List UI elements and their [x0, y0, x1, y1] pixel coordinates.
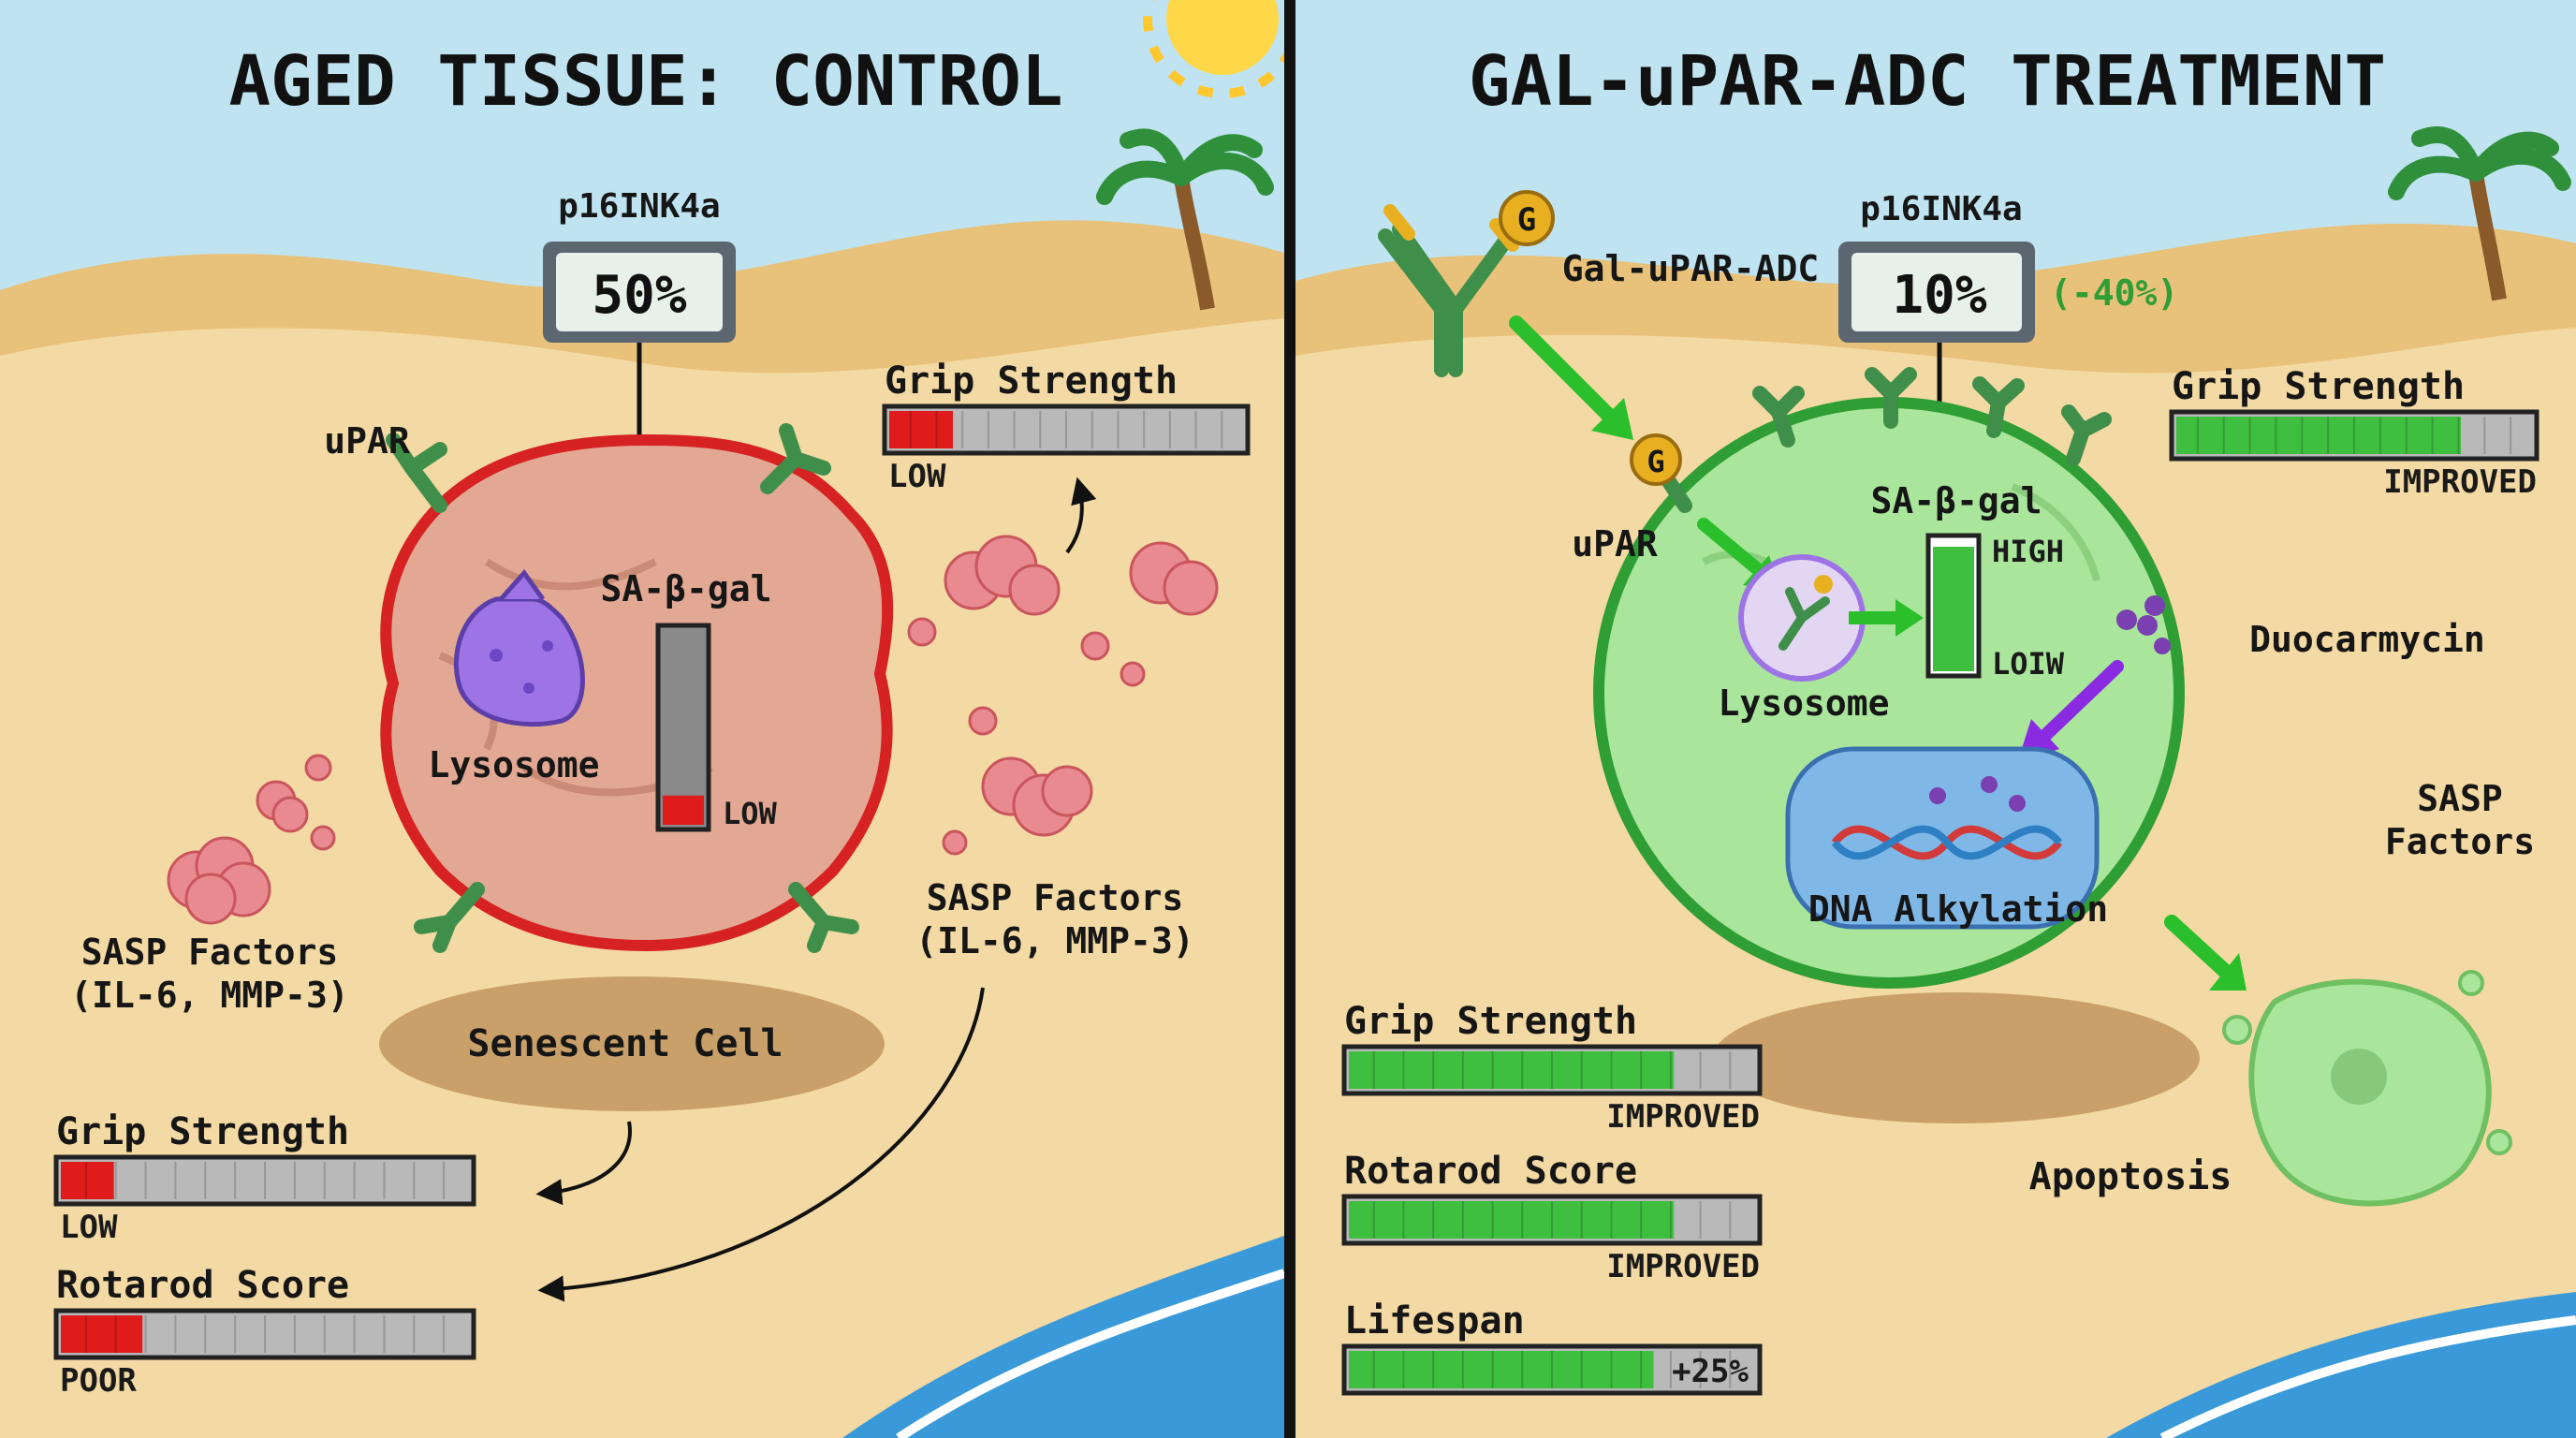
panel-divider: [1284, 0, 1295, 1438]
upar-receptor-icon: [2061, 404, 2112, 466]
left-grip-bottom-label: Grip Strength: [56, 1110, 349, 1153]
upar-receptor-icon: [1865, 367, 1917, 429]
apoptosis-arrow-head: [2209, 953, 2247, 990]
galactose-tag-icon: G: [1499, 190, 1555, 246]
left-sasp-left-line1: SASP Factors: [81, 932, 339, 973]
adc-label: Gal-uPAR-ADC: [1562, 248, 1820, 289]
galactose-glyph: G: [1647, 444, 1664, 479]
left-upar-label: uPAR: [324, 420, 410, 462]
right-rotarod-status: IMPROVED: [1606, 1248, 1760, 1285]
left-sagal-level: LOW: [723, 796, 778, 831]
right-rotarod-label: Rotarod Score: [1344, 1150, 1637, 1193]
right-grip-top-status: IMPROVED: [2383, 463, 2537, 501]
left-grip-top-label: Grip Strength: [885, 360, 1178, 403]
right-sasp-line2: Factors: [2385, 821, 2535, 862]
upar-receptor-icon: [414, 882, 485, 953]
upar-receptor-icon: [386, 433, 447, 513]
activation-arrow-head: [1895, 599, 1924, 637]
adc-arrow: [1509, 315, 1617, 424]
right-rotarod-fill: [1349, 1201, 1675, 1239]
nucleus-label: DNA Alkylation: [1808, 888, 2108, 930]
right-sasp-line1: SASP: [2417, 778, 2503, 819]
lysosome-icon: [1738, 554, 1866, 682]
left-title: AGED TISSUE: CONTROL: [228, 41, 1062, 122]
upar-receptor-icon: [1972, 376, 2025, 438]
left-sasp-right-line1: SASP Factors: [927, 877, 1184, 918]
upar-receptor-icon: [788, 882, 859, 953]
right-sagal-low: LOIW: [1992, 646, 2065, 682]
arrow-to-rotarod: [537, 987, 985, 1302]
right-grip-top-fill: [2176, 417, 2461, 454]
right-lifespan: Lifespan +25%: [1341, 1299, 1763, 1396]
right-marker-change: (-40%): [2050, 272, 2178, 314]
cell-shadow: [379, 976, 885, 1111]
dna-helix-icon: [1831, 776, 2063, 860]
left-sasp-left-line2: (IL-6, MMP-3): [70, 975, 348, 1016]
right-grip-top-label: Grip Strength: [2172, 365, 2465, 408]
right-lysosome-label: Lysosome: [1718, 682, 1889, 724]
left-rotarod-fill: [61, 1315, 143, 1353]
left-sagal-label: SA-β-gal: [600, 568, 771, 609]
arrow-to-grip-bottom: [535, 1121, 633, 1206]
arrow-to-grip: [1065, 477, 1097, 554]
left-grip-bottom-fill: [61, 1162, 114, 1199]
right-title: GAL-uPAR-ADC TREATMENT: [1469, 41, 2386, 122]
left-lysosome-label: Lysosome: [428, 744, 599, 785]
right-lifespan-value: +25%: [1672, 1353, 1749, 1390]
galactose-glyph: G: [1517, 201, 1536, 239]
payload-arrow: [2029, 660, 2124, 751]
internalization-arrow: [1697, 518, 1766, 578]
adc-arrow-head: [1591, 398, 1633, 440]
right-marker-value: 10%: [1892, 265, 1986, 326]
right-upar-label: uPAR: [1572, 523, 1658, 565]
left-rotarod-status: POOR: [60, 1362, 137, 1400]
left-grip-top-status: LOW: [888, 458, 946, 495]
apoptosis-arrow: [2164, 915, 2235, 981]
palm-tree-icon: [1096, 128, 1274, 311]
left-grip-bottom-status: LOW: [60, 1209, 118, 1246]
right-lifespan-label: Lifespan: [1344, 1299, 1525, 1343]
payload-label: Duocarmycin: [2249, 619, 2485, 660]
left-marker-label: p16INK4a: [558, 187, 720, 226]
lysosome-sack-icon: [453, 569, 585, 727]
sasp-cloud-icon: [167, 535, 1219, 925]
left-p16-marker: p16INK4a 50%: [543, 187, 736, 440]
upar-receptor-icon: [1752, 386, 1805, 448]
apoptotic-cell-icon: [2222, 970, 2512, 1207]
left-marker-value: 50%: [592, 265, 686, 326]
right-sagal-meter-fill: [1933, 547, 1974, 671]
left-grip-bottom-track: [53, 1154, 476, 1207]
galactose-tag-icon: G: [1630, 433, 1682, 486]
duocarmycin-dots-icon: [2116, 595, 2171, 654]
apoptosis-label: Apoptosis: [2029, 1155, 2232, 1198]
left-rotarod-label: Rotarod Score: [56, 1264, 349, 1307]
cell-shadow: [1713, 992, 2200, 1123]
right-sagal-high: HIGH: [1992, 534, 2064, 569]
left-sagal-meter: [655, 623, 711, 832]
right-lifespan-fill: [1349, 1351, 1654, 1388]
upar-receptor-icon: [760, 423, 831, 494]
right-p16-marker: p16INK4a 10% (-40%): [1838, 190, 2178, 419]
right-grip-bottom-label: Grip Strength: [1344, 1000, 1637, 1043]
left-sagal-meter-fill: [663, 795, 704, 825]
right-marker-label: p16INK4a: [1860, 190, 2022, 228]
right-grip-bottom-fill: [1349, 1051, 1675, 1089]
palm-tree-icon: [2388, 126, 2571, 301]
left-sasp-right-line2: (IL-6, MMP-3): [915, 920, 1193, 961]
right-grip-bottom-status: IMPROVED: [1606, 1098, 1760, 1136]
left-grip-top-fill: [889, 411, 954, 448]
left-cell-label: Senescent Cell: [467, 1022, 783, 1065]
right-sagal-label: SA-β-gal: [1870, 480, 2042, 521]
